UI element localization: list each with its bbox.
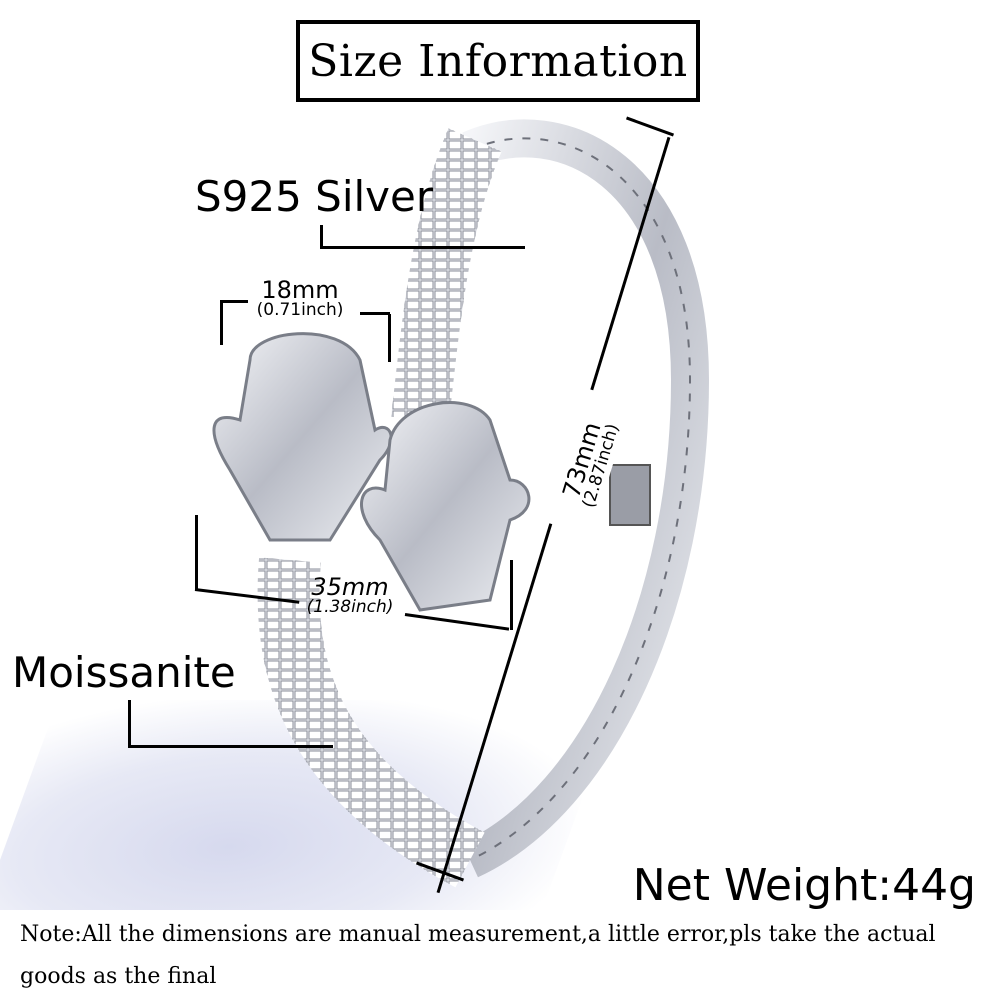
stone-leader-horizontal <box>128 745 333 748</box>
head-length-bracket-left <box>195 515 198 590</box>
head-width-bracket-right-top <box>360 312 390 315</box>
net-weight-label: Net Weight:44g <box>632 860 976 911</box>
material-silver-label: S925 Silver <box>195 172 434 221</box>
material-stone-label: Moissanite <box>12 648 236 697</box>
head-width-bracket-left-top <box>220 300 248 303</box>
stone-leader-vertical <box>128 700 131 748</box>
silver-leader-vertical <box>320 225 323 249</box>
head-width-mm: 18mm <box>261 276 339 304</box>
head-length-measure: 35mm (1.38inch) <box>290 575 410 616</box>
head-width-inch: (0.71inch) <box>256 300 344 320</box>
head-width-bracket-left <box>220 300 223 345</box>
silver-leader-horizontal <box>320 246 525 249</box>
head-length-bracket-right <box>510 560 513 630</box>
title-box: Size Information <box>296 20 700 102</box>
head-width-measure: 18mm (0.71inch) <box>240 278 360 319</box>
note-line-2: goods as the final <box>20 964 217 989</box>
page-title: Size Information <box>308 35 688 87</box>
note-line-1: Note:All the dimensions are manual measu… <box>20 922 936 947</box>
head-length-inch: (1.38inch) <box>306 597 394 617</box>
head-length-mm: 35mm <box>311 573 389 601</box>
head-width-bracket-right <box>388 314 391 362</box>
